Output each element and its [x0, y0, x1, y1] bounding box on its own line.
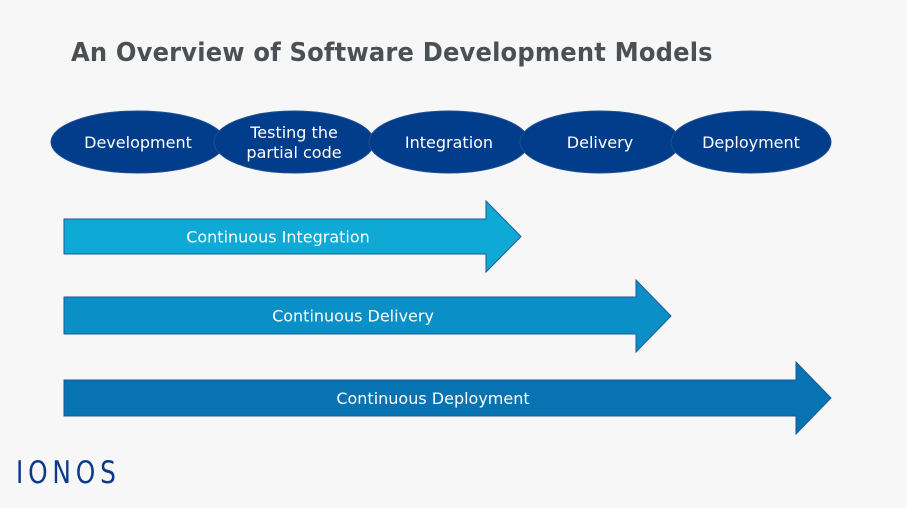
stage-label: Testing the [249, 123, 338, 142]
stage-delivery: Delivery [519, 110, 681, 174]
arrow-continuous-delivery: Continuous Delivery [63, 278, 672, 354]
arrow-shape [63, 278, 672, 354]
stage-deployment: Deployment [670, 110, 832, 174]
arrow-continuous-integration: Continuous Integration [63, 199, 522, 274]
stage-label: Development [84, 133, 192, 152]
stage-ellipse [213, 110, 375, 174]
stage-ellipse [670, 110, 832, 174]
arrow-label: Continuous Deployment [336, 389, 529, 408]
stage-label: partial code [246, 143, 341, 162]
arrow-label: Continuous Integration [186, 228, 370, 247]
stage-development: Development [50, 110, 226, 174]
stage-label: Deployment [702, 133, 800, 152]
arrow-label: Continuous Delivery [272, 307, 434, 326]
stage-integration: Integration [368, 110, 530, 174]
arrow-continuous-deployment: Continuous Deployment [63, 360, 832, 436]
arrow-shape [63, 199, 522, 274]
arrow-shape [63, 360, 832, 436]
stage-label: Integration [405, 133, 493, 152]
diagram-title: An Overview of Software Development Mode… [71, 38, 713, 68]
ionos-logo: IONOS [16, 455, 121, 491]
stage-label: Delivery [567, 133, 633, 152]
